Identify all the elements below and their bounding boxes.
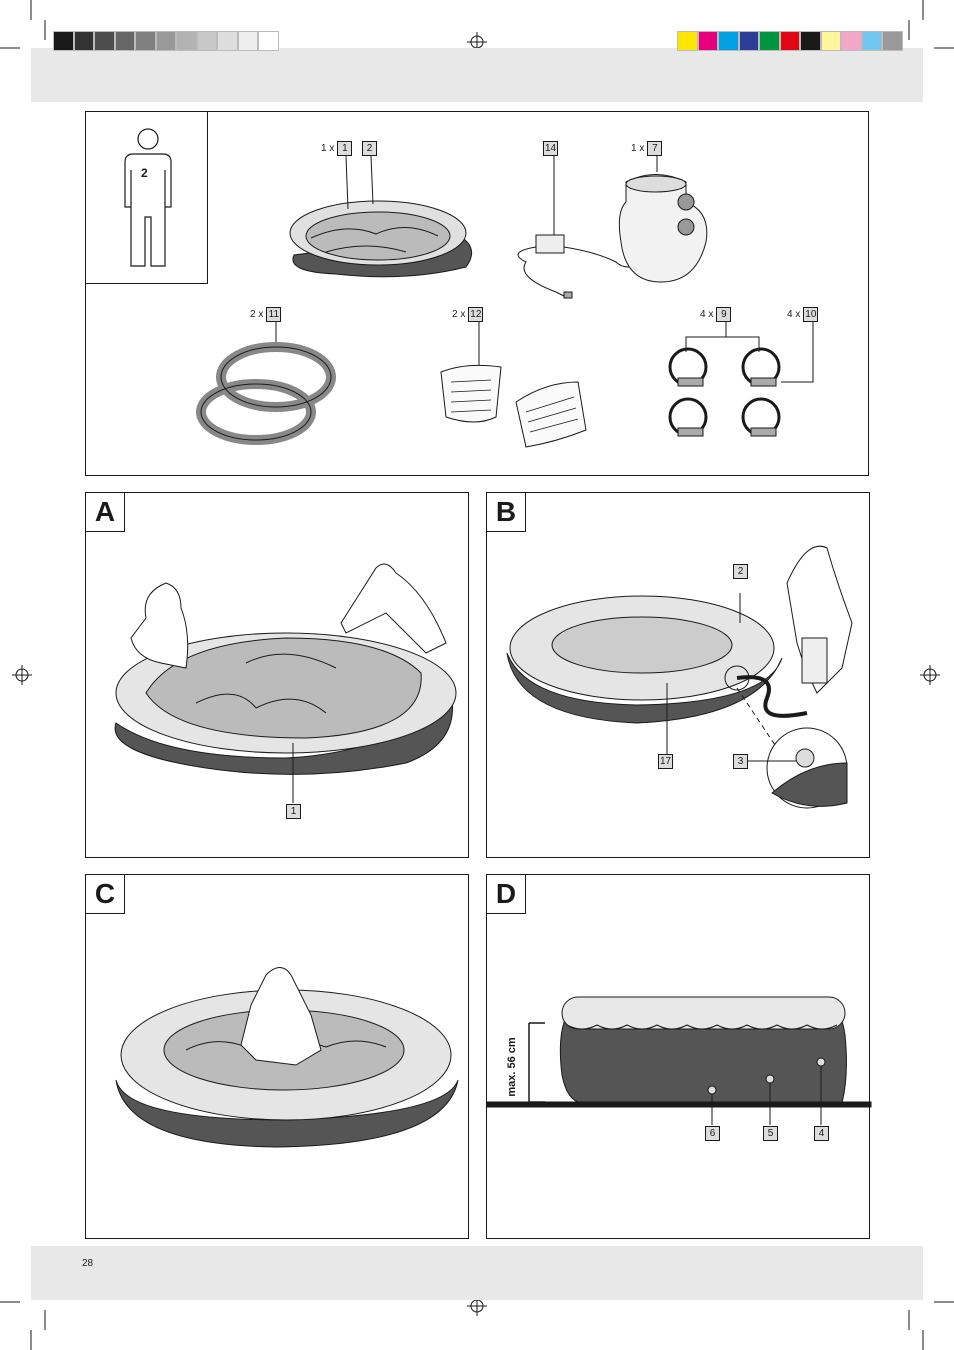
color-swatch bbox=[697, 31, 718, 51]
person-box: 2 bbox=[85, 111, 208, 284]
panel-c-illustration bbox=[115, 967, 459, 1148]
panel-b-label-3: 3 bbox=[730, 754, 748, 769]
panel-a: A 1 bbox=[85, 492, 469, 858]
label-item-2: 2 bbox=[359, 141, 377, 156]
gray-swatch bbox=[135, 31, 156, 51]
panel-d-label-6: 6 bbox=[702, 1126, 720, 1141]
gray-swatch bbox=[114, 31, 135, 51]
color-swatch bbox=[738, 31, 759, 51]
panel-d-label-4: 4 bbox=[811, 1126, 829, 1141]
panel-d-letter: D bbox=[486, 874, 526, 914]
parts-drawing bbox=[196, 155, 814, 448]
panel-d-illustration bbox=[486, 996, 872, 1125]
label-item-14: 14 bbox=[543, 141, 558, 156]
panel-a-illustration bbox=[114, 563, 457, 803]
panel-b-letter: B bbox=[486, 492, 526, 532]
panel-c-letter: C bbox=[85, 874, 125, 914]
gray-swatch bbox=[237, 31, 258, 51]
panel-b: B 2 17 3 bbox=[486, 492, 870, 858]
color-swatch bbox=[800, 31, 821, 51]
color-swatch bbox=[779, 31, 800, 51]
color-swatch bbox=[759, 31, 780, 51]
panel-a-label-1: 1 bbox=[283, 804, 301, 819]
header-band bbox=[31, 48, 923, 102]
panel-a-letter: A bbox=[85, 492, 125, 532]
person-icon bbox=[124, 128, 172, 267]
color-swatch bbox=[841, 31, 862, 51]
gray-swatch bbox=[196, 31, 217, 51]
gray-swatch bbox=[155, 31, 176, 51]
person-count: 2 bbox=[141, 166, 148, 180]
page-number: 28 bbox=[82, 1258, 94, 1269]
gray-swatch bbox=[176, 31, 197, 51]
color-swatch bbox=[677, 31, 698, 51]
panel-d: D 6 5 4 bbox=[486, 874, 872, 1239]
max-height-label: max. 56 cm bbox=[506, 1037, 518, 1097]
panel-b-label-2: 2 bbox=[730, 564, 748, 579]
gray-swatch bbox=[258, 31, 279, 51]
panel-b-label-17: 17 bbox=[658, 754, 673, 769]
gray-swatch bbox=[53, 31, 74, 51]
panel-c: C bbox=[85, 874, 469, 1239]
color-swatch bbox=[820, 31, 841, 51]
gray-swatch bbox=[73, 31, 94, 51]
gray-swatch bbox=[217, 31, 238, 51]
panel-b-illustration bbox=[506, 545, 853, 809]
color-swatch bbox=[718, 31, 739, 51]
gray-swatch bbox=[94, 31, 115, 51]
color-swatch bbox=[861, 31, 882, 51]
panel-d-label-5: 5 bbox=[760, 1126, 778, 1141]
footer-band bbox=[31, 1246, 923, 1300]
color-swatch bbox=[882, 31, 903, 51]
